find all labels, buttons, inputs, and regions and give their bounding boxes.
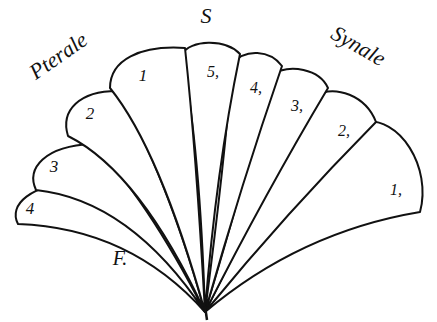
region-label: Pterale [25, 28, 91, 83]
region-label: F. [113, 248, 128, 268]
leaf-stalk [205, 306, 207, 320]
leaf-lobe [110, 48, 205, 312]
region-label: Synale [327, 22, 389, 70]
callout-number: 2 [86, 105, 95, 122]
callout-number: 5, [207, 64, 219, 80]
callout-number: 4 [26, 200, 35, 217]
region-label: S [201, 5, 212, 27]
callout-number: 1, [390, 182, 402, 198]
callout-number: 1 [139, 67, 148, 84]
callout-number: 2, [338, 123, 350, 139]
callout-number: 3, [291, 98, 303, 114]
callout-number: 4, [250, 80, 262, 96]
callout-number: 3 [50, 158, 59, 175]
